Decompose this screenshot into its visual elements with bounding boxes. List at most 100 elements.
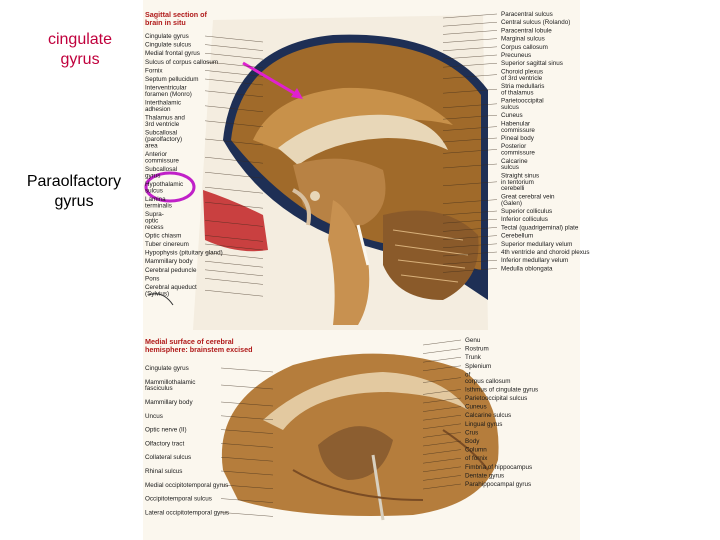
top-left-label-21: Cerebral aqueduct(Sylvius) — [145, 284, 197, 297]
top-left-label-9: Subcallosal(parolfactory)area — [145, 130, 182, 150]
bottom-right-label-leader-11 — [422, 440, 462, 447]
bottom-right-label-leader-8 — [422, 415, 462, 421]
bottom-left-label-2: Mammillary body — [145, 399, 193, 406]
bottom-right-label-14: Fimbria of hippocampus — [465, 464, 532, 471]
bottom-brain-illustration — [221, 353, 499, 521]
top-left-label-leader-6 — [204, 90, 264, 97]
corpus-callosum — [278, 114, 448, 165]
top-left-label-leader-16 — [204, 243, 264, 251]
top-left-label-17: Hypophysis (pituitary gland) — [145, 250, 223, 257]
bottom-left-label-3: Uncus — [145, 413, 163, 420]
top-left-label-5: Septum pellucidum — [145, 76, 199, 83]
top-right-label-leader-3 — [442, 38, 498, 43]
top-right-label-5: Precuneus — [501, 52, 531, 59]
bottom-left-label-leader-8 — [220, 484, 274, 489]
top-right-label-3: Marginal sulcus — [501, 36, 545, 43]
bottom-right-label-leader-2 — [422, 357, 462, 363]
top-right-label-leader-18 — [442, 219, 498, 224]
top-right-label-leader-5 — [442, 54, 498, 60]
bottom-right-label-0: Genu — [465, 337, 481, 344]
bottom-right-label-10: Crus — [465, 429, 478, 436]
thalamus-region — [293, 158, 386, 226]
bottom-right-label-leader-15 — [422, 475, 462, 481]
bottom-right-label-leader-0 — [422, 339, 462, 346]
bottom-left-label-7: Rhinal sulcus — [145, 468, 182, 475]
bottom-right-label-7: Cuneus — [465, 404, 487, 411]
bottom-left-label-leader-5 — [220, 443, 274, 448]
bottom-right-label-3: Splenium — [465, 363, 491, 370]
top-right-label-19: Tectal (quadrigeminal) plate — [501, 224, 579, 231]
top-right-label-2: Paracentral lobule — [501, 27, 552, 34]
top-right-label-24: Medulla oblongata — [501, 265, 553, 272]
top-right-label-4: Corpus callosum — [501, 44, 548, 51]
top-right-label-leader-10 — [442, 115, 498, 120]
corpus-callosum-medial — [263, 372, 468, 430]
top-right-label-leader-24 — [442, 268, 498, 273]
nasal-tissue — [203, 190, 268, 252]
bottom-right-label-leader-6 — [422, 397, 462, 404]
bottom-left-label-leader-10 — [220, 512, 274, 517]
top-right-label-16: Great cerebral vein(Galen) — [501, 193, 555, 206]
top-right-label-10: Cuneus — [501, 112, 523, 119]
top-right-label-leader-13 — [442, 149, 498, 154]
top-left-label-leader-0 — [204, 35, 264, 43]
top-left-label-leader-12 — [204, 187, 264, 194]
top-right-label-leader-8 — [442, 89, 498, 94]
bottom-left-label-6: Collateral sulcus — [145, 454, 191, 461]
top-right-label-1: Central sulcus (Rolando) — [501, 19, 570, 26]
brainstem — [328, 200, 370, 325]
top-right-label-12: Pineal body — [501, 135, 535, 142]
bottom-right-label-leader-1 — [422, 348, 462, 354]
bottom-left-label-8: Medial occipitotemporal gyrus — [145, 482, 228, 489]
top-right-label-leader-2 — [442, 30, 498, 35]
top-right-label-leader-14 — [442, 163, 498, 169]
top-left-label-2: Medial frontal gyrus — [145, 50, 200, 57]
bottom-left-label-leader-7 — [220, 470, 274, 476]
pointer-arrow-shaft — [242, 61, 300, 98]
bottom-right-label-leader-5 — [422, 389, 462, 395]
top-left-label-leader-18 — [204, 261, 264, 268]
bottom-right-label-leader-7 — [422, 406, 462, 412]
top-right-label-20: Cerebellum — [501, 233, 533, 240]
bottom-right-label-8: Calcarine sulcus — [465, 412, 511, 419]
top-right-label-leader-20 — [442, 235, 498, 240]
top-left-label-0: Cingulate gyrus — [145, 33, 189, 40]
top-left-label-20: Pons — [145, 275, 159, 282]
top-left-label-leader-11 — [204, 172, 264, 179]
bottom-left-label-10: Lateral occipitotemporal gyrus — [145, 509, 229, 516]
bottom-right-label-6: Parietooccipital sulcus — [465, 395, 527, 402]
top-left-label-leader-14 — [204, 220, 264, 227]
paraolfactory-gyrus-label: Paraolfactory gyrus — [26, 173, 122, 210]
bottom-left-label-leader-3 — [220, 415, 274, 420]
top-left-label-leader-8 — [204, 120, 264, 127]
top-right-label-leader-15 — [442, 181, 498, 186]
fourth-ventricle-line — [356, 224, 370, 266]
top-right-label-0: Paracentral sulcus — [501, 11, 553, 18]
top-right-label-leader-22 — [442, 251, 498, 257]
top-left-label-leader-13 — [204, 202, 264, 209]
top-right-label-18: Inferior colliculus — [501, 216, 548, 223]
top-left-label-19: Cerebral peduncle — [145, 267, 197, 274]
top-right-label-leader-21 — [442, 243, 498, 248]
top-left-label-leader-7 — [204, 105, 264, 112]
bottom-right-label-1: Rostrum — [465, 346, 489, 353]
